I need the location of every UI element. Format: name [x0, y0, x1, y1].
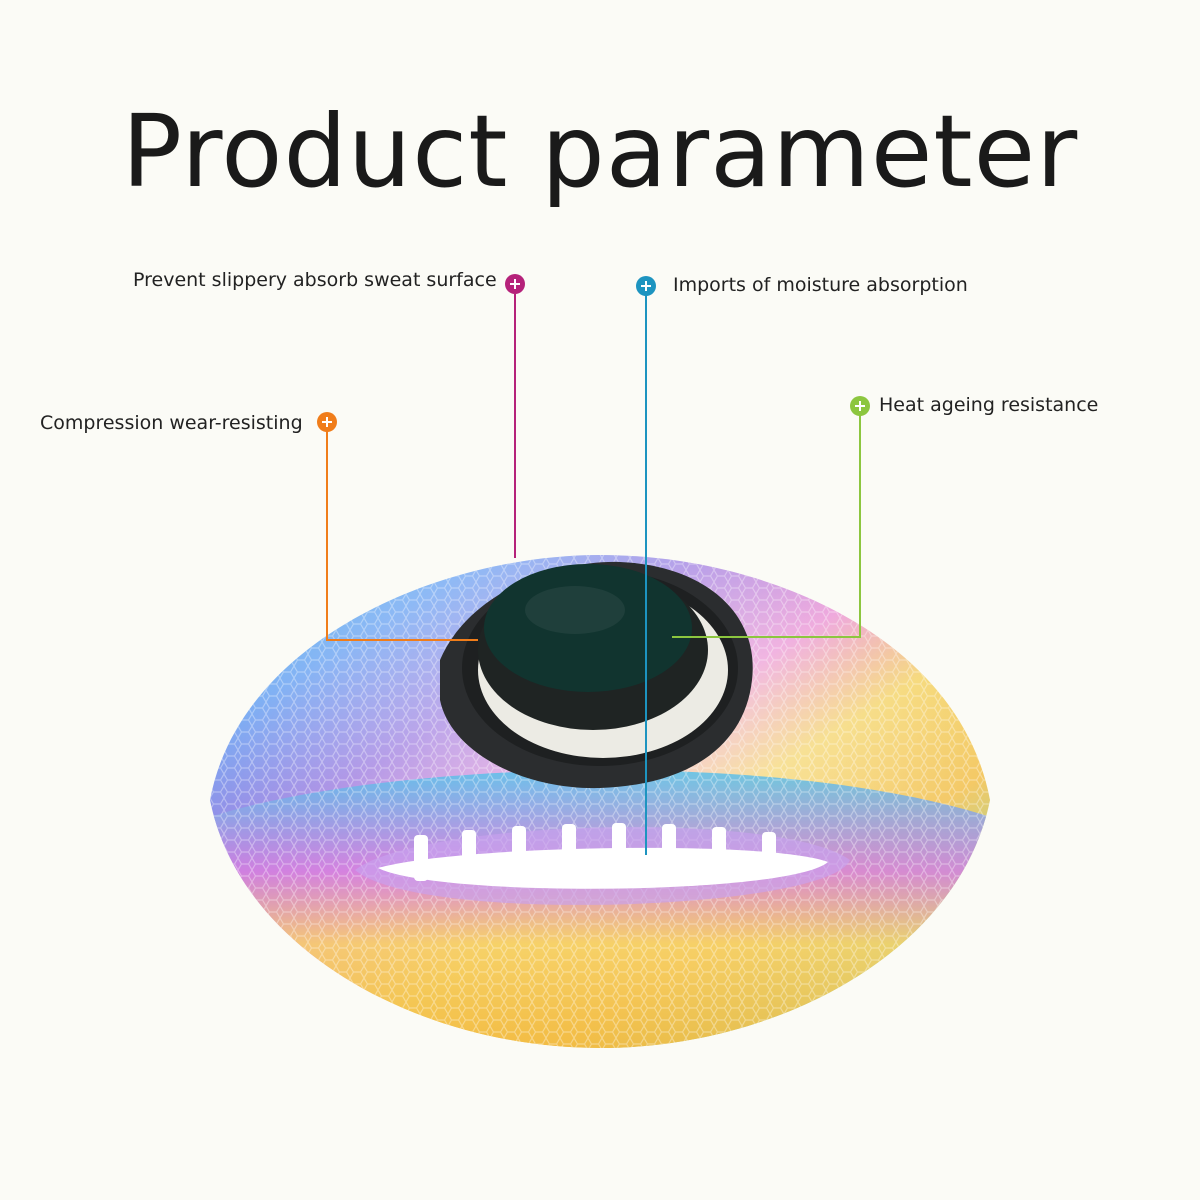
football-lace-panel [355, 823, 850, 905]
callout-line-compression [326, 430, 478, 641]
football-valve-cap [440, 561, 753, 789]
callout-label-prevent-slippery: Prevent slippery absorb sweat surface [133, 269, 497, 291]
plus-circle-icon [636, 276, 656, 296]
plus-circle-icon [505, 274, 525, 294]
callout-label-compression: Compression wear-resisting [40, 412, 303, 434]
callout-lines [326, 294, 861, 855]
callout-label-moisture-absorption: Imports of moisture absorption [673, 274, 968, 296]
page-title: Product parameter [121, 93, 1079, 210]
callout-line-heat [672, 415, 861, 638]
callout-label-heat-ageing: Heat ageing resistance [879, 394, 1099, 416]
plus-circle-icon [850, 396, 870, 416]
plus-circle-icon [317, 412, 337, 432]
